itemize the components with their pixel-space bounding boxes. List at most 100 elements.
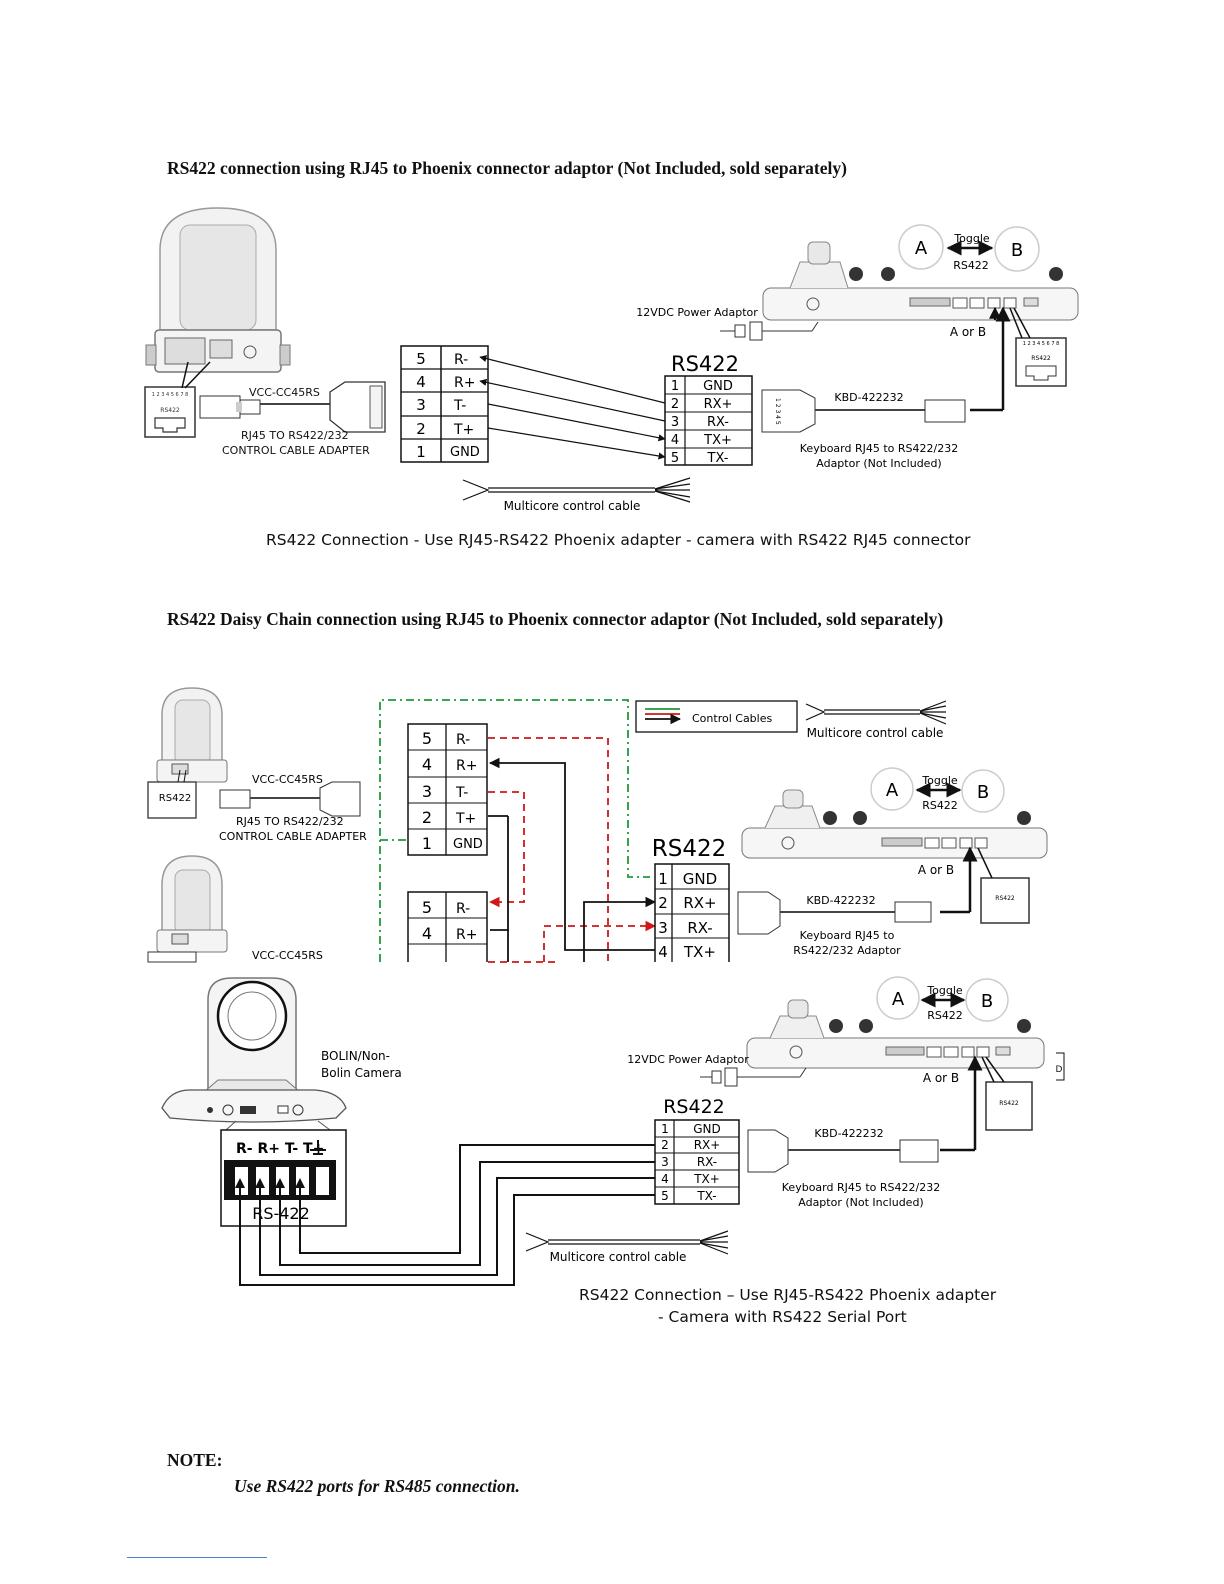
legend-label: Control Cables bbox=[692, 712, 772, 725]
port-pins-label: 1 2 3 4 5 6 7 8 bbox=[152, 392, 189, 398]
kbd-adapter-icon bbox=[747, 1129, 939, 1173]
ground-icon bbox=[310, 1140, 326, 1155]
phoenix-adapter-icon bbox=[329, 381, 386, 433]
kbd-rj45-port-icon: 1 2 3 4 5 6 7 8 RS422 bbox=[1015, 337, 1067, 387]
cable-model-label: VCC-CC45RS bbox=[249, 386, 320, 399]
kbd-port-label: RS422 bbox=[995, 895, 1015, 902]
rs422-terminal-block: 1 GND 2 RX+ 3 RX- 4 TX+ 5 TX- bbox=[664, 375, 753, 466]
toggle-b-label: B bbox=[977, 782, 989, 803]
rj45-plug-icon bbox=[219, 781, 361, 817]
pin-signal: R+ bbox=[456, 927, 477, 943]
kbd-adaptor-line2: Adaptor (Not Included) bbox=[816, 457, 941, 470]
pin-num: 1 bbox=[416, 443, 426, 461]
camera-port-label: RS422 bbox=[160, 407, 180, 414]
kbd-port-label: RS422 bbox=[999, 1100, 1019, 1107]
a-or-b-label: A or B bbox=[950, 325, 986, 339]
pin-signal: RX- bbox=[687, 919, 712, 937]
bolin-camera-icon bbox=[161, 977, 347, 1123]
ptz-camera-icon bbox=[145, 207, 291, 373]
section1-heading: RS422 connection using RJ45 to Phoenix c… bbox=[167, 158, 847, 178]
kbd-rj45-port-icon: RS422 bbox=[985, 1081, 1033, 1131]
port-pins-label: 1 2 3 4 5 6 7 8 bbox=[1023, 341, 1060, 347]
pin-num: 4 bbox=[422, 924, 432, 943]
pin-signal: RX- bbox=[707, 415, 729, 430]
pin-num: 1 bbox=[658, 870, 668, 888]
kbd-model-label: KBD-422232 bbox=[814, 1127, 883, 1140]
pin-signal: TX- bbox=[707, 451, 729, 466]
pin-signal: GND bbox=[693, 1122, 721, 1136]
pin-signal: T- bbox=[453, 398, 466, 414]
kbd-adaptor-line1: Keyboard RJ45 to RS422/232 bbox=[800, 442, 958, 455]
pin-num: 5 bbox=[422, 898, 432, 917]
kbd-adaptor-line2: Adaptor (Not Included) bbox=[798, 1196, 923, 1209]
note-title: NOTE: bbox=[167, 1450, 223, 1470]
note-text: Use RS422 ports for RS485 connection. bbox=[234, 1476, 520, 1496]
kbd-adaptor-line1: Keyboard RJ45 to RS422/232 bbox=[782, 1181, 940, 1194]
kbd-adaptor-line1: Keyboard RJ45 to bbox=[800, 929, 895, 942]
section3-caption-line1: RS422 Connection – Use RJ45-RS422 Phoeni… bbox=[579, 1286, 997, 1304]
a-or-b-label: A or B bbox=[918, 863, 954, 877]
toggle-label: Toggle bbox=[921, 774, 958, 787]
multicore-cable-icon bbox=[805, 700, 947, 725]
ptz-camera-icon bbox=[156, 687, 228, 783]
pin-signal: RX+ bbox=[704, 397, 733, 412]
cable-model-label: VCC-CC45RS bbox=[252, 773, 323, 786]
pin-num: 4 bbox=[671, 433, 679, 448]
camera-label-line2: Bolin Camera bbox=[321, 1066, 402, 1080]
power-plug-icon bbox=[720, 321, 819, 341]
ptz-camera-icon-2 bbox=[147, 855, 228, 963]
footnote-divider bbox=[127, 1557, 267, 1558]
cross-wires bbox=[479, 355, 666, 460]
toggle-a-label: A bbox=[886, 780, 899, 801]
pin-signal: GND bbox=[450, 445, 480, 460]
pin-signal: R+ bbox=[454, 375, 475, 391]
section1-caption: RS422 Connection - Use RJ45-RS422 Phoeni… bbox=[266, 531, 971, 549]
rs422-block-title: RS422 bbox=[652, 836, 726, 862]
toggle-label: Toggle bbox=[926, 984, 963, 997]
camera-port-label: RS422 bbox=[159, 793, 191, 804]
rs422-terminal-block: 1 GND 2 RX+ 3 RX- 4 TX+ 5 TX- bbox=[654, 1119, 740, 1205]
camera-label-line1: BOLIN/Non- bbox=[321, 1049, 390, 1063]
phoenix-terminal-block: 5 R- 4 R+ 3 T- 2 T+ 1 GND bbox=[400, 345, 489, 463]
pin-num: 4 bbox=[658, 943, 668, 961]
adapter-label-line1: RJ45 TO RS422/232 bbox=[241, 429, 349, 442]
pin-num: 4 bbox=[422, 755, 432, 774]
toggle-a-label: A bbox=[892, 989, 905, 1010]
control-cables-legend bbox=[635, 700, 798, 733]
power-plug-icon bbox=[700, 1067, 807, 1087]
pin-num: 2 bbox=[671, 397, 679, 412]
pin-signal: TX+ bbox=[693, 1172, 720, 1186]
kbd-adapter-icon bbox=[737, 891, 932, 935]
pin-signal: T+ bbox=[453, 422, 474, 438]
cable-model-label: VCC-CC45RS bbox=[252, 949, 323, 962]
daisy-chain-control-line bbox=[379, 699, 650, 962]
kbd-port-label: RS422 bbox=[1031, 355, 1051, 362]
pin-num: 2 bbox=[661, 1138, 669, 1152]
pin-signal: GND bbox=[703, 379, 733, 394]
kbd-rs422-label: RS422 bbox=[953, 259, 989, 272]
kbd-rs422-label: RS422 bbox=[927, 1009, 963, 1022]
toggle-b-label: B bbox=[1011, 240, 1023, 261]
pin-signal: GND bbox=[683, 870, 717, 888]
adapter-label-line2: CONTROL CABLE ADAPTER bbox=[222, 444, 370, 457]
pin-num: 3 bbox=[671, 415, 679, 430]
pin-signal: R- bbox=[456, 901, 470, 917]
adapter-label-line2: CONTROL CABLE ADAPTER bbox=[219, 830, 367, 843]
phoenix-terminal-block-1: 5 R- 4 R+ 3 T- 2 T+ 1 GND bbox=[407, 723, 488, 856]
pin-num: 2 bbox=[416, 420, 426, 438]
multicore-label: Multicore control cable bbox=[550, 1250, 687, 1264]
svg-text:D: D bbox=[1056, 1065, 1063, 1075]
serial-wires bbox=[239, 1144, 655, 1286]
pin-num: 2 bbox=[422, 808, 432, 827]
daisy-chain-black-wires bbox=[488, 757, 657, 962]
pin-signal: GND bbox=[453, 837, 483, 852]
pin-num: 5 bbox=[671, 451, 679, 466]
pin-signal: T+ bbox=[455, 811, 476, 827]
toggle-b-label: B bbox=[981, 991, 993, 1012]
kbd-adapter-icon: 1 2 3 4 5 bbox=[761, 389, 966, 433]
pin-num: 3 bbox=[416, 396, 426, 414]
pin-signal: RX+ bbox=[683, 894, 716, 912]
kbd-rs422-label: RS422 bbox=[922, 799, 958, 812]
daisy-chain-red-wires bbox=[488, 737, 657, 963]
